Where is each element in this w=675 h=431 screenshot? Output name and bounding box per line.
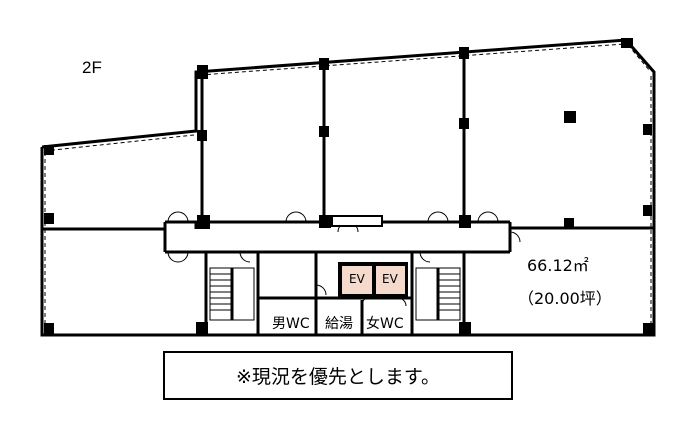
window-strips: [43, 43, 652, 330]
kitchenette-label: 給湯: [325, 316, 353, 332]
stairs-right: [415, 267, 461, 321]
mens-wc-label: 男WC: [272, 316, 310, 332]
area-label: 66.12㎡: [527, 256, 589, 275]
floor-label: 2F: [82, 58, 102, 77]
door-wc-1: [315, 284, 327, 296]
outer-walls: [40, 38, 656, 337]
outer-wall-left-wing: [40, 38, 656, 337]
corridor-alcove: [331, 215, 383, 227]
door-office-3: [477, 211, 499, 223]
womens-wc-label: 女WC: [366, 316, 404, 332]
door-stair-left: [239, 251, 251, 263]
door-stair-right: [419, 251, 431, 263]
elevator-label-1: EV: [349, 272, 365, 286]
door-wc-3: [397, 297, 407, 307]
tsubo-label: （20.00坪）: [518, 289, 612, 308]
note-text: ※現況を優先とします。: [235, 366, 441, 388]
door-wing: [167, 211, 189, 223]
doors: [167, 211, 521, 307]
elevator-label-2: EV: [382, 272, 398, 286]
door-office-2: [427, 211, 449, 223]
elevator-car-1: [342, 266, 372, 294]
door-office-right: [509, 231, 521, 243]
columns: [44, 38, 653, 335]
door-corridor-wing: [167, 251, 189, 263]
elevators: [338, 262, 408, 298]
note-box: ※現況を優先とします。: [163, 351, 513, 400]
door-office-1: [285, 211, 307, 223]
elevator-car-2: [376, 266, 405, 294]
stairs-left: [209, 267, 255, 321]
